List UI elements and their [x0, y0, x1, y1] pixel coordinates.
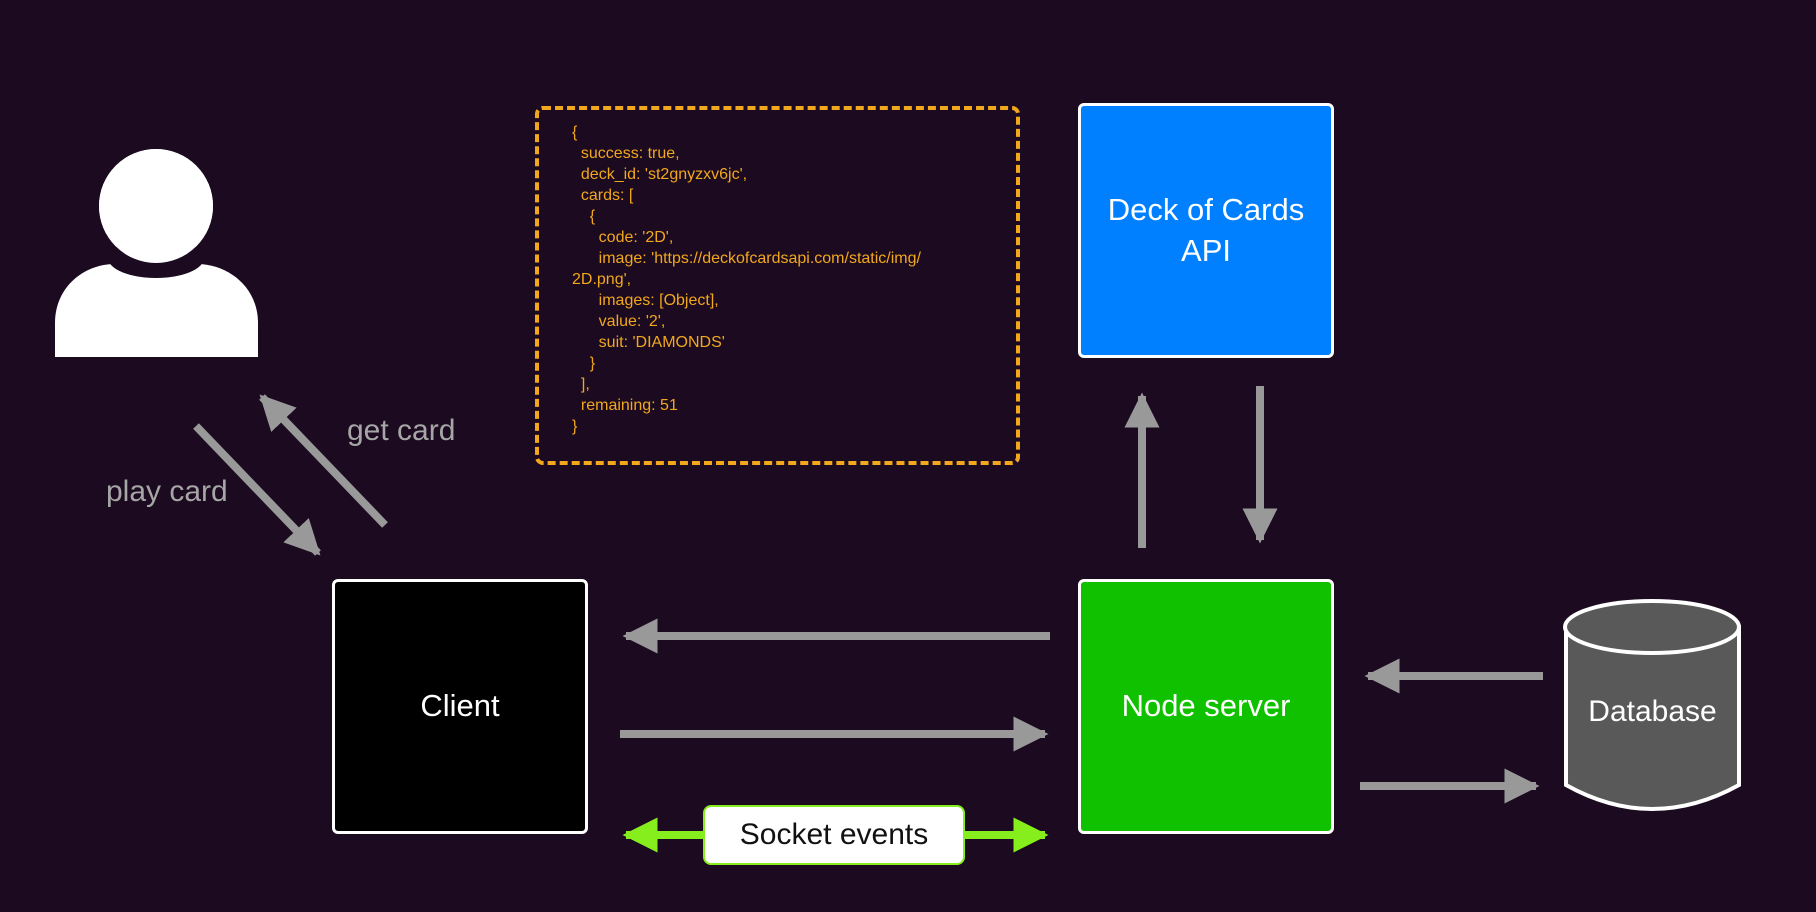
- client-node: Client: [332, 579, 588, 834]
- api-response-json: { success: true, deck_id: 'st2gnyzxv6jc'…: [572, 124, 921, 435]
- database-cylinder-icon: [1563, 599, 1741, 811]
- node-server-node: Node server: [1078, 579, 1334, 834]
- api-node-label: Deck of Cards API: [1107, 192, 1305, 268]
- get-card-label: get card: [347, 414, 456, 447]
- server-node-label: Node server: [1121, 688, 1291, 724]
- user-icon: [55, 149, 258, 357]
- database-label: Database: [1588, 695, 1717, 728]
- arrow-play-card: [193, 423, 321, 556]
- deck-of-cards-api-node: Deck of Cards API: [1078, 103, 1334, 358]
- socket-events-text: Socket events: [739, 818, 929, 851]
- socket-events-label: Socket events: [703, 805, 965, 865]
- api-response-box: [535, 106, 1020, 465]
- client-node-label: Client: [420, 688, 500, 724]
- play-card-label: play card: [106, 475, 228, 508]
- arrow-get-card: [259, 394, 388, 528]
